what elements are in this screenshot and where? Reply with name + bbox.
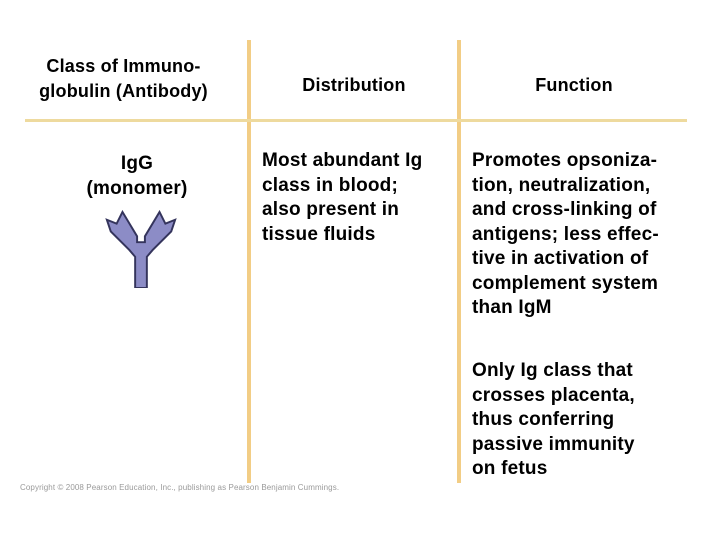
column-divider-2	[457, 40, 461, 483]
column-header-class: Class of Immuno- globulin (Antibody)	[39, 56, 208, 101]
igg-function-text-1: Promotes opsoniza- tion, neutralization,…	[472, 150, 659, 318]
antibody-monomer-icon	[105, 210, 177, 288]
column-header-distribution: Distribution	[302, 75, 406, 95]
column-divider-1	[247, 40, 251, 483]
igg-function-text-2: Only Ig class that crosses placenta, thu…	[472, 360, 635, 479]
igg-distribution-text: Most abundant Ig class in blood; also pr…	[262, 150, 423, 245]
igg-class-label: IgG (monomer)	[86, 153, 188, 199]
column-header-function: Function	[535, 75, 613, 95]
antibody-shape	[105, 210, 177, 288]
copyright-notice: Copyright © 2008 Pearson Education, Inc.…	[20, 483, 340, 492]
header-divider	[25, 119, 687, 122]
